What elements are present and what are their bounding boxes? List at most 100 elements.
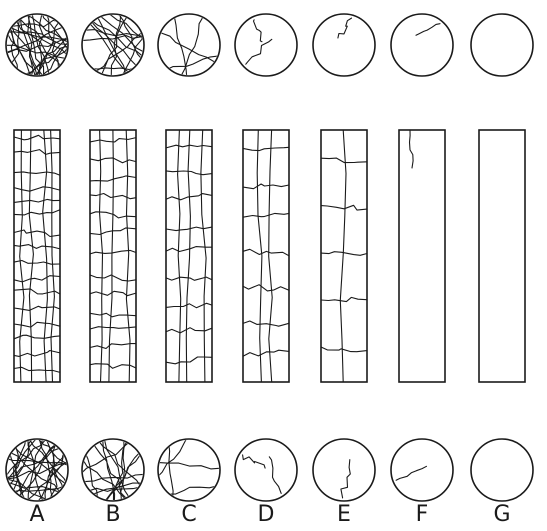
bottom-disc <box>471 439 533 501</box>
specimen-f <box>391 14 453 501</box>
crack-line <box>416 24 440 36</box>
column-label-f: F <box>402 503 442 527</box>
crack-line <box>98 440 142 489</box>
top-disc <box>235 14 297 76</box>
crack-line <box>321 205 367 210</box>
crack-line <box>14 187 60 191</box>
crack-line <box>166 227 212 231</box>
column-label-g: G <box>482 503 522 527</box>
crack-line <box>243 184 289 189</box>
bar-crack-group <box>90 130 136 382</box>
specimen-e <box>313 14 375 501</box>
crack-line <box>178 130 181 382</box>
crack-line <box>321 347 367 352</box>
crack-line <box>90 344 136 349</box>
column-label-a: A <box>17 503 57 527</box>
circle-crack-group <box>338 18 352 38</box>
column-label-c: C <box>169 503 209 527</box>
bar-crack-group <box>14 130 60 382</box>
specimen-c <box>156 14 223 501</box>
top-disc <box>471 14 533 76</box>
bottom-disc <box>391 439 453 501</box>
crack-line <box>82 30 146 37</box>
column-label-b: B <box>93 503 133 527</box>
crack-line <box>100 130 103 382</box>
crack-line <box>14 199 60 202</box>
crack-line <box>25 460 69 502</box>
crack-line <box>14 289 60 294</box>
crack-line <box>341 460 350 498</box>
top-disc <box>82 14 144 76</box>
bar-crack-group <box>166 130 212 382</box>
crack-line <box>243 249 289 256</box>
column-label-e: E <box>324 503 364 527</box>
crack-line <box>90 313 136 317</box>
specimen-bar <box>243 130 289 382</box>
crack-line <box>79 36 146 41</box>
circle-crack-group <box>246 20 272 64</box>
crack-line <box>166 328 212 333</box>
bottom-disc <box>235 439 297 501</box>
crack-line <box>340 130 346 382</box>
top-disc <box>158 14 220 76</box>
crack-line <box>410 130 414 168</box>
crack-line <box>396 466 426 480</box>
bar-crack-group <box>321 130 367 382</box>
specimen-bar <box>399 130 445 382</box>
crack-line <box>338 18 352 38</box>
crack-line <box>321 158 367 163</box>
crack-line <box>14 210 60 215</box>
crack-line <box>20 130 24 382</box>
specimen-g <box>471 14 533 501</box>
crack-line <box>90 275 136 281</box>
crack-line <box>243 321 289 326</box>
bottom-disc <box>158 439 220 501</box>
crack-line <box>169 443 173 500</box>
specimen-bar <box>479 130 525 382</box>
specimen-a <box>3 11 71 504</box>
crack-line <box>51 130 55 382</box>
bar-crack-group <box>243 130 289 382</box>
crack-line <box>243 455 266 468</box>
crack-line <box>243 350 289 356</box>
crack-line <box>201 130 206 382</box>
top-disc <box>391 14 453 76</box>
circle-crack-group <box>396 466 426 480</box>
bar-crack-group <box>410 130 414 168</box>
specimen-d <box>235 14 297 501</box>
circle-crack-group <box>243 455 282 494</box>
crack-line <box>243 285 289 291</box>
crack-line <box>90 291 136 295</box>
crack-line <box>254 20 263 42</box>
bottom-disc <box>313 439 375 501</box>
crack-line <box>166 303 212 307</box>
crack-line <box>39 11 43 79</box>
circle-crack-group <box>416 24 440 36</box>
crack-line <box>166 171 212 175</box>
crack-line <box>246 39 272 64</box>
top-disc <box>313 14 375 76</box>
circle-crack-group <box>3 436 71 504</box>
crack-line <box>269 130 273 382</box>
specimen-b <box>79 11 147 504</box>
circle-crack-group <box>79 11 146 79</box>
specimen-bar <box>321 130 367 382</box>
crack-line <box>243 213 289 217</box>
crack-line <box>321 297 367 301</box>
crack-line <box>14 335 60 339</box>
crack-line <box>186 130 190 382</box>
crack-line <box>269 457 281 494</box>
crack-line <box>29 130 33 382</box>
crack-line <box>321 252 367 256</box>
column-label-d: D <box>246 503 286 527</box>
circle-crack-group <box>341 460 350 498</box>
crack-line <box>257 130 262 382</box>
circle-crack-group <box>3 11 71 79</box>
crack-line <box>14 351 60 357</box>
crack-line <box>243 147 289 150</box>
circle-crack-group <box>79 437 147 504</box>
crack-line <box>3 473 49 502</box>
crack-line <box>166 56 222 70</box>
crack-line <box>43 130 48 382</box>
